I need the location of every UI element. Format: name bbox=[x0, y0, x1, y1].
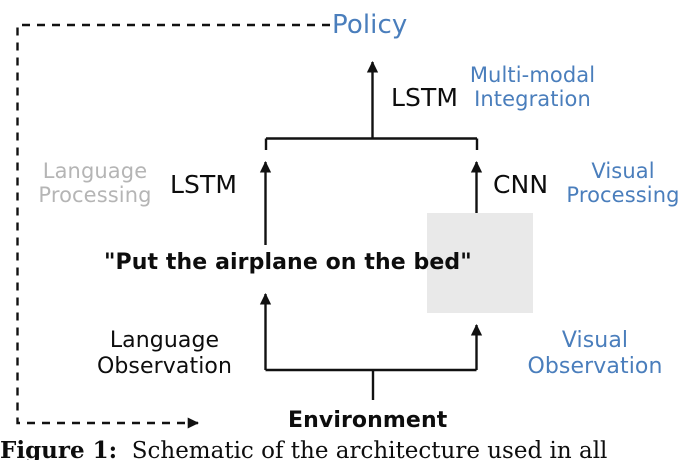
caption-prefix: Figure 1: bbox=[0, 437, 118, 460]
image-placeholder-box bbox=[427, 213, 533, 313]
lstm-encoder-label: LSTM bbox=[170, 170, 238, 199]
caption-text: Schematic of the architecture used in al… bbox=[117, 438, 608, 460]
visual-processing-label: Visual Processing bbox=[566, 159, 680, 208]
visual-observation-label: Visual Observation bbox=[527, 328, 663, 379]
multimodal-integration-label: Multi-modal Integration bbox=[469, 63, 596, 112]
environment-label: Environment bbox=[288, 408, 448, 433]
cnn-encoder-label: CNN bbox=[493, 170, 549, 199]
language-observation-label: Language Observation bbox=[96, 328, 233, 379]
language-processing-label: Language Processing bbox=[38, 159, 152, 208]
policy-label: Policy bbox=[332, 10, 408, 40]
lstm-integration-label: LSTM bbox=[391, 83, 459, 112]
utterance-text: "Put the airplane on the bed" bbox=[104, 250, 472, 275]
figure-caption: Figure 1: Schematic of the architecture … bbox=[0, 437, 689, 460]
